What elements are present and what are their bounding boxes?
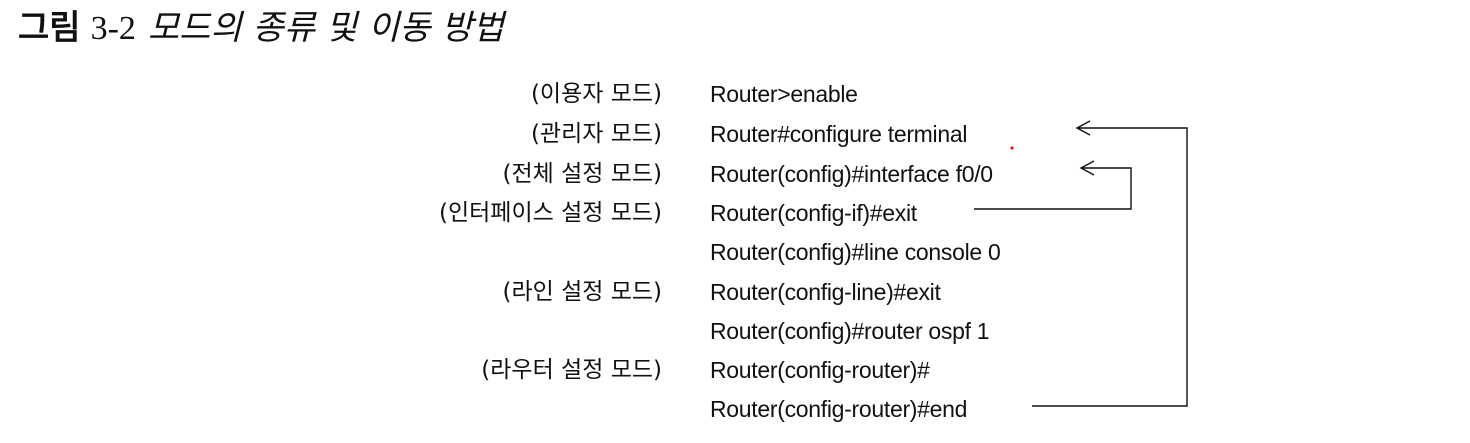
command-router-prompt: Router(config-router)# <box>710 357 930 383</box>
command-enable: Router>enable <box>710 81 858 107</box>
command-end: Router(config-router)#end <box>710 396 968 422</box>
figure-number: 3-2 <box>90 10 136 47</box>
command-if-exit: Router(config-if)#exit <box>710 200 917 226</box>
mode-label-line: (라인 설정 모드) <box>502 279 662 305</box>
mode-label-privileged: (관리자 모드) <box>530 121 662 147</box>
end-to-privileged-arrowhead <box>1075 120 1091 136</box>
mode-label-interface: (인터페이스 설정 모드) <box>438 200 662 226</box>
command-router-ospf: Router(config)#router ospf 1 <box>710 318 990 344</box>
mode-label-router: (라우터 설정 모드) <box>481 357 662 383</box>
command-interface: Router(config)#interface f0/0 <box>710 161 993 187</box>
end-to-privileged-connector <box>1032 127 1188 407</box>
mode-label-user: (이용자 모드) <box>530 81 662 107</box>
red-mark <box>1010 146 1014 150</box>
command-line-console: Router(config)#line console 0 <box>710 239 1001 265</box>
exit-to-global-connector <box>974 167 1132 210</box>
command-line-exit: Router(config-line)#exit <box>710 279 941 305</box>
figure-title-lead: 그림 <box>18 8 81 48</box>
figure-caption: 모드의 종류 및 이동 방법 <box>147 8 504 48</box>
command-configure-terminal: Router#configure terminal <box>710 121 968 147</box>
mode-label-global: (전체 설정 모드) <box>502 161 662 187</box>
exit-to-global-arrowhead <box>1079 160 1095 176</box>
